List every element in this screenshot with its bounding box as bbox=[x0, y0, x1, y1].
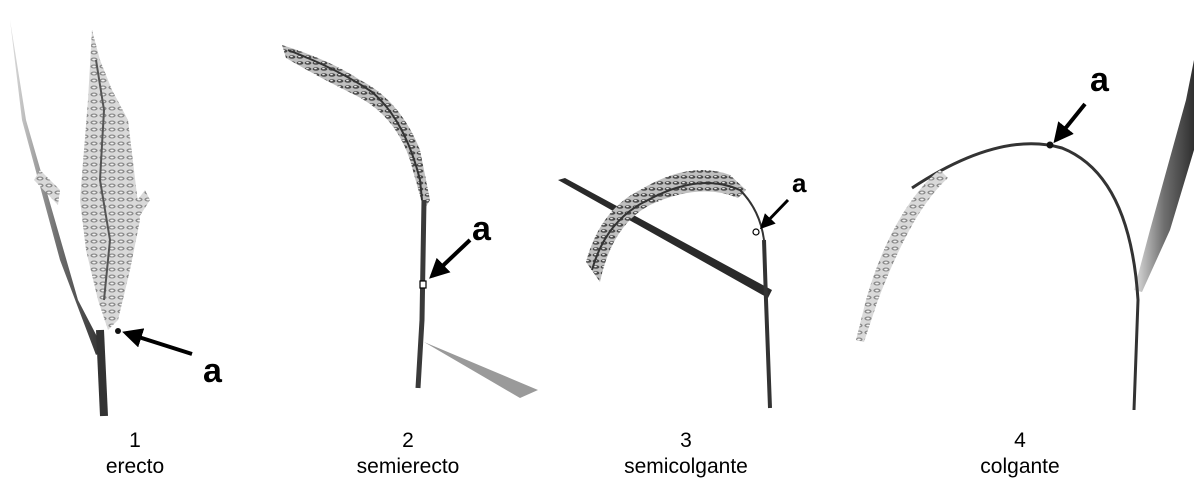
node-2 bbox=[420, 281, 426, 288]
panel-number-4: 4 bbox=[900, 428, 1140, 454]
panel-label-3: semicolgante bbox=[566, 454, 806, 480]
panel-3-semi-pendant: a bbox=[556, 150, 828, 410]
panel-label-2: semierecto bbox=[288, 454, 528, 480]
panel-1-erect: a bbox=[0, 0, 250, 416]
caption-panel-3: 3 semicolgante bbox=[566, 428, 806, 480]
panel-number-1: 1 bbox=[15, 428, 255, 454]
node-1 bbox=[115, 328, 121, 334]
pointer-letter-3: a bbox=[792, 168, 807, 198]
caption-panel-1: 1 erecto bbox=[15, 428, 255, 480]
pointer-letter-4: a bbox=[1090, 61, 1110, 99]
panel-number-3: 3 bbox=[566, 428, 806, 454]
pointer-letter-1: a bbox=[203, 352, 223, 390]
caption-panel-4: 4 colgante bbox=[900, 428, 1140, 480]
caption-panel-2: 2 semierecto bbox=[288, 428, 528, 480]
panel-number-2: 2 bbox=[288, 428, 528, 454]
node-4 bbox=[1047, 142, 1054, 149]
stem-1 bbox=[100, 330, 104, 416]
panel-label-1: erecto bbox=[15, 454, 255, 480]
panel-2-semi-erect: a bbox=[276, 0, 538, 410]
pointer-letter-2: a bbox=[472, 210, 492, 248]
panel-label-4: colgante bbox=[900, 454, 1140, 480]
panel-4-pendant: a bbox=[846, 60, 1194, 415]
node-3 bbox=[753, 229, 759, 235]
